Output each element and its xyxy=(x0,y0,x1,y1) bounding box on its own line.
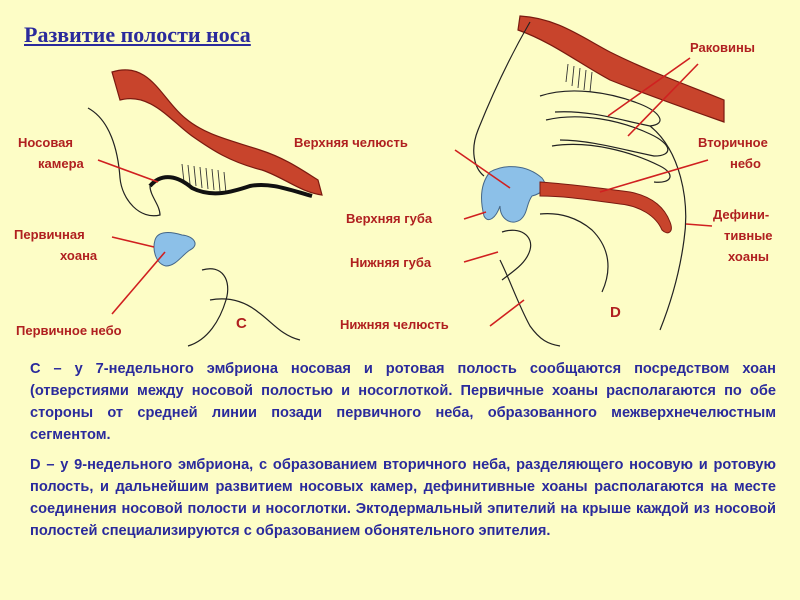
panel-c: Носовая камера Первичная хоана Первичное… xyxy=(14,69,323,347)
label-definitive-choanae-line1: Дефини- xyxy=(713,207,769,222)
label-nasal-chamber-line1: Носовая xyxy=(18,135,73,150)
panel-c-chamber-roof xyxy=(148,175,313,198)
label-primary-palate: Первичное небо xyxy=(16,323,122,338)
panel-d-pharynx-outline xyxy=(649,125,687,331)
panel-c-lower-contour xyxy=(209,298,301,341)
label-definitive-choanae-line2: тивные xyxy=(724,228,773,243)
panel-c-primary-choana xyxy=(153,232,196,267)
panel-c-head-outline xyxy=(87,107,161,217)
label-nasal-chamber-line2: камера xyxy=(38,156,85,171)
panel-c-brain-tissue xyxy=(111,69,323,196)
label-upper-lip: Верхняя губа xyxy=(346,211,433,226)
panel-d-upper-lip xyxy=(481,166,546,223)
panel-d-lower-lip-outline xyxy=(501,229,532,281)
panel-c-letter: C xyxy=(236,315,247,332)
panel-d: Верхняя челюсть Верхняя губа Нижняя губа… xyxy=(294,15,773,347)
panel-d-conchae xyxy=(539,90,671,183)
nasal-cavity-diagram: Носовая камера Первичная хоана Первичное… xyxy=(14,15,773,347)
label-secondary-palate-line1: Вторичное xyxy=(698,135,768,150)
paragraph-d: D – у 9-недельного эмбриона, с образован… xyxy=(30,457,776,539)
label-secondary-palate-line2: небо xyxy=(730,156,761,171)
panel-d-lower-jaw-outline xyxy=(499,259,561,347)
panel-c-leaders xyxy=(97,159,166,315)
label-upper-jaw: Верхняя челюсть xyxy=(294,135,408,150)
label-primary-choana-line2: хоана xyxy=(60,248,98,263)
panel-c-fibres xyxy=(181,163,227,194)
panel-d-fibres xyxy=(565,63,593,93)
label-lower-jaw: Нижняя челюсть xyxy=(340,317,449,332)
label-primary-choana-line1: Первичная xyxy=(14,227,85,242)
label-definitive-choanae-line3: хоаны xyxy=(728,249,769,264)
panel-d-leaders xyxy=(454,57,713,327)
label-lower-lip: Нижняя губа xyxy=(350,255,432,270)
label-conchae: Раковины xyxy=(690,40,755,55)
paragraph-c: С – у 7-недельного эмбриона носовая и ро… xyxy=(30,361,776,443)
panel-d-secondary-palate xyxy=(539,181,672,234)
panel-d-tongue-outline xyxy=(539,213,609,293)
panel-d-face-outline xyxy=(473,21,531,177)
panel-d-letter: D xyxy=(610,304,621,321)
page-title: Развитие полости носа xyxy=(24,22,251,47)
panel-d-brain-tissue xyxy=(517,15,725,123)
panel-c-primary-palate-outline xyxy=(187,268,229,347)
